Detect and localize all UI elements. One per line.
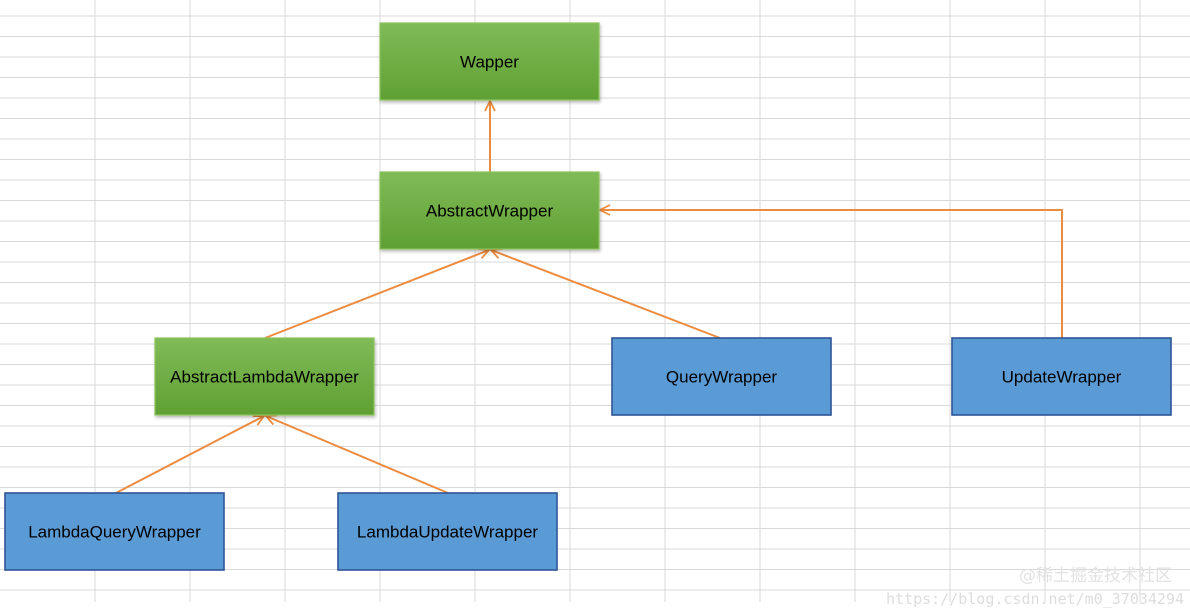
node-box-wapper [379,22,600,101]
node-box-query-wrapper [611,337,832,416]
edge-abstract-lambda-wrapper-to-abstract-wrapper [264,250,489,339]
node-box-abstract-lambda-wrapper [154,337,375,416]
node-update-wrapper: UpdateWrapper [951,337,1172,416]
edge-lambda-update-wrapper-to-abstract-lambda-wrapper [266,416,449,494]
node-box-abstract-wrapper [379,171,600,250]
node-lambda-query-wrapper: LambdaQueryWrapper [4,492,225,571]
edge-query-wrapper-to-abstract-wrapper [491,250,721,339]
node-label-wapper: Wapper [460,53,519,72]
node-label-abstract-lambda-wrapper: AbstractLambdaWrapper [170,368,359,387]
node-label-query-wrapper: QueryWrapper [666,368,778,387]
class-nodes: WapperAbstractWrapperAbstractLambdaWrapp… [4,22,1172,571]
node-lambda-update-wrapper: LambdaUpdateWrapper [337,492,558,571]
watermark-url: https://blog.csdn.net/m0_37034294 [885,590,1184,608]
node-label-abstract-wrapper: AbstractWrapper [426,202,554,221]
node-label-update-wrapper: UpdateWrapper [1002,368,1122,387]
node-query-wrapper: QueryWrapper [611,337,832,416]
inheritance-edges [115,101,1063,494]
node-label-lambda-update-wrapper: LambdaUpdateWrapper [357,523,538,542]
node-abstract-lambda-wrapper: AbstractLambdaWrapper [154,337,375,416]
node-label-lambda-query-wrapper: LambdaQueryWrapper [28,523,201,542]
edge-lambda-query-wrapper-to-abstract-lambda-wrapper [115,416,264,494]
node-wapper: Wapper [379,22,600,101]
node-abstract-wrapper: AbstractWrapper [379,171,600,250]
watermark-cn: @稀土掘金技术社区 [1019,566,1172,586]
edge-update-wrapper-to-abstract-wrapper [600,210,1063,338]
node-box-update-wrapper [951,337,1172,416]
node-box-lambda-update-wrapper [337,492,558,571]
node-box-lambda-query-wrapper [4,492,225,571]
